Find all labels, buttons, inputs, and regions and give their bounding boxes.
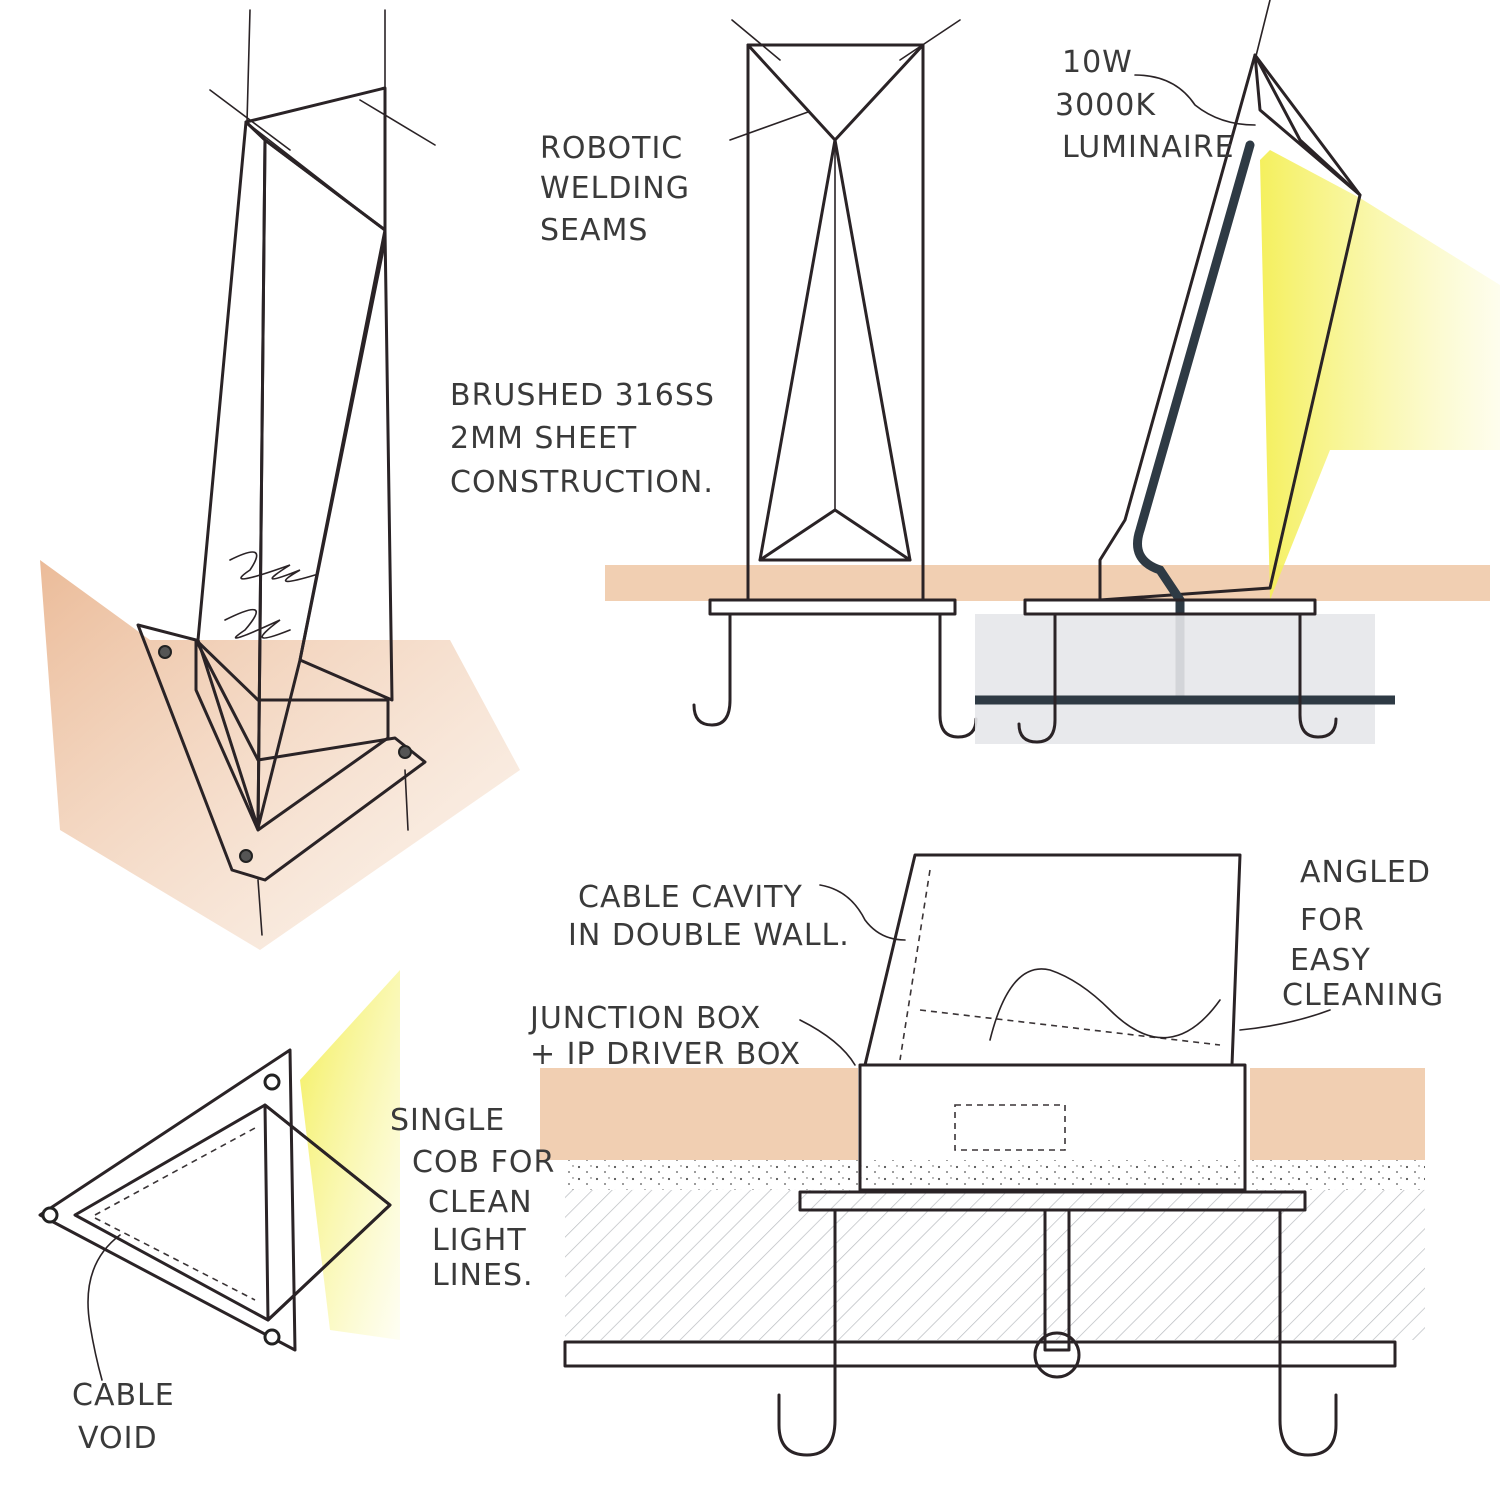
body-top-face xyxy=(244,86,387,232)
plate-bolt-2 xyxy=(398,745,412,759)
deck-strip-right xyxy=(990,565,1490,601)
welding-line-1: ROBOTIC xyxy=(540,131,683,166)
cob-line-1: SINGLE xyxy=(390,1103,505,1138)
cable-cavity-line-1: CABLE CAVITY xyxy=(578,880,803,915)
annotation-cable-void: CABLE VOID xyxy=(72,1378,175,1456)
junction-line-2: + IP DRIVER BOX xyxy=(530,1037,801,1072)
welding-line-2: WELDING xyxy=(540,171,690,206)
side-void xyxy=(975,614,1375,744)
angled-line-4: CLEANING xyxy=(1282,978,1444,1013)
section-anchor-left xyxy=(777,1208,837,1457)
luminaire-line-2: 3000K xyxy=(1055,88,1156,123)
cob-line-4: LIGHT xyxy=(432,1223,527,1258)
material-line-1: BRUSHED 316SS xyxy=(450,378,715,413)
elevation-lower-facet xyxy=(758,508,912,562)
junction-line-1: JUNCTION BOX xyxy=(528,1001,761,1036)
cable-void-line-1: CABLE xyxy=(72,1378,175,1413)
plan-bolt-2 xyxy=(41,1206,59,1224)
elevation-top-facet xyxy=(746,43,925,142)
angled-line-3: EASY xyxy=(1290,943,1371,978)
plan-view-sketch xyxy=(38,970,400,1381)
cable-void-line-2: VOID xyxy=(78,1421,158,1456)
section-pocket xyxy=(858,1063,1247,1192)
annotation-angled: ANGLED FOR EASY CLEANING xyxy=(1282,855,1444,1013)
luminaire-line-1: 10W xyxy=(1062,45,1133,80)
angled-line-2: FOR xyxy=(1300,903,1365,938)
anchor-hook-left xyxy=(692,612,732,727)
luminaire-line-3: LUMINAIRE xyxy=(1062,130,1235,165)
installation-section-sketch xyxy=(540,853,1425,1457)
plate-bolt-1 xyxy=(158,645,172,659)
annotation-junction: JUNCTION BOX + IP DRIVER BOX xyxy=(528,1001,801,1072)
elevation-plate xyxy=(708,598,957,616)
light-beam-top xyxy=(1260,150,1500,600)
section-conduit xyxy=(563,1340,1397,1368)
body-dark-face xyxy=(298,228,394,702)
cob-line-2: COB FOR xyxy=(412,1145,555,1180)
annotation-material: BRUSHED 316SS 2MM SHEET CONSTRUCTION. xyxy=(450,378,715,500)
internal-cable xyxy=(1133,140,1255,705)
section-screed xyxy=(565,1160,1425,1190)
plan-light-beam xyxy=(300,970,400,1340)
cob-line-5: LINES. xyxy=(432,1258,534,1293)
anchor-hook-right xyxy=(938,612,978,739)
annotation-cable-cavity: CABLE CAVITY IN DOUBLE WALL. xyxy=(568,880,850,953)
side-section-sketch xyxy=(975,0,1500,744)
front-elevation-sketch xyxy=(605,19,1490,739)
junction-box xyxy=(954,1104,1066,1151)
annotation-welding: ROBOTIC WELDING SEAMS xyxy=(540,131,690,248)
material-line-3: CONSTRUCTION. xyxy=(450,465,714,500)
section-deck-right xyxy=(1250,1068,1425,1160)
plate-bolt-3 xyxy=(239,849,253,863)
side-plate xyxy=(1023,598,1317,616)
section-stem xyxy=(1043,1208,1071,1352)
perspective-bollard-sketch xyxy=(40,9,520,950)
angled-line-1: ANGLED xyxy=(1300,855,1431,890)
section-conduit-joint xyxy=(1033,1331,1081,1379)
section-anchor-right xyxy=(1278,1208,1338,1457)
cob-line-3: CLEAN xyxy=(428,1185,533,1220)
material-line-2: 2MM SHEET xyxy=(450,421,637,456)
side-anchor-2 xyxy=(1298,612,1338,739)
plan-bolt-3 xyxy=(263,1328,281,1346)
annotation-cob: SINGLE COB FOR CLEAN LIGHT LINES. xyxy=(390,1103,555,1293)
deck-strip-left xyxy=(605,565,990,601)
cable-cavity-line-2: IN DOUBLE WALL. xyxy=(568,918,850,953)
side-head xyxy=(1253,53,1362,197)
annotation-luminaire: 10W 3000K LUMINAIRE xyxy=(1055,45,1235,165)
section-deck-left xyxy=(540,1068,858,1160)
plan-plate xyxy=(38,1048,297,1352)
side-anchor-1 xyxy=(1017,612,1057,744)
plan-facet xyxy=(263,1103,392,1322)
welding-line-3: SEAMS xyxy=(540,213,648,248)
plan-bolt-1 xyxy=(263,1073,281,1091)
section-substrate xyxy=(565,1190,1425,1340)
